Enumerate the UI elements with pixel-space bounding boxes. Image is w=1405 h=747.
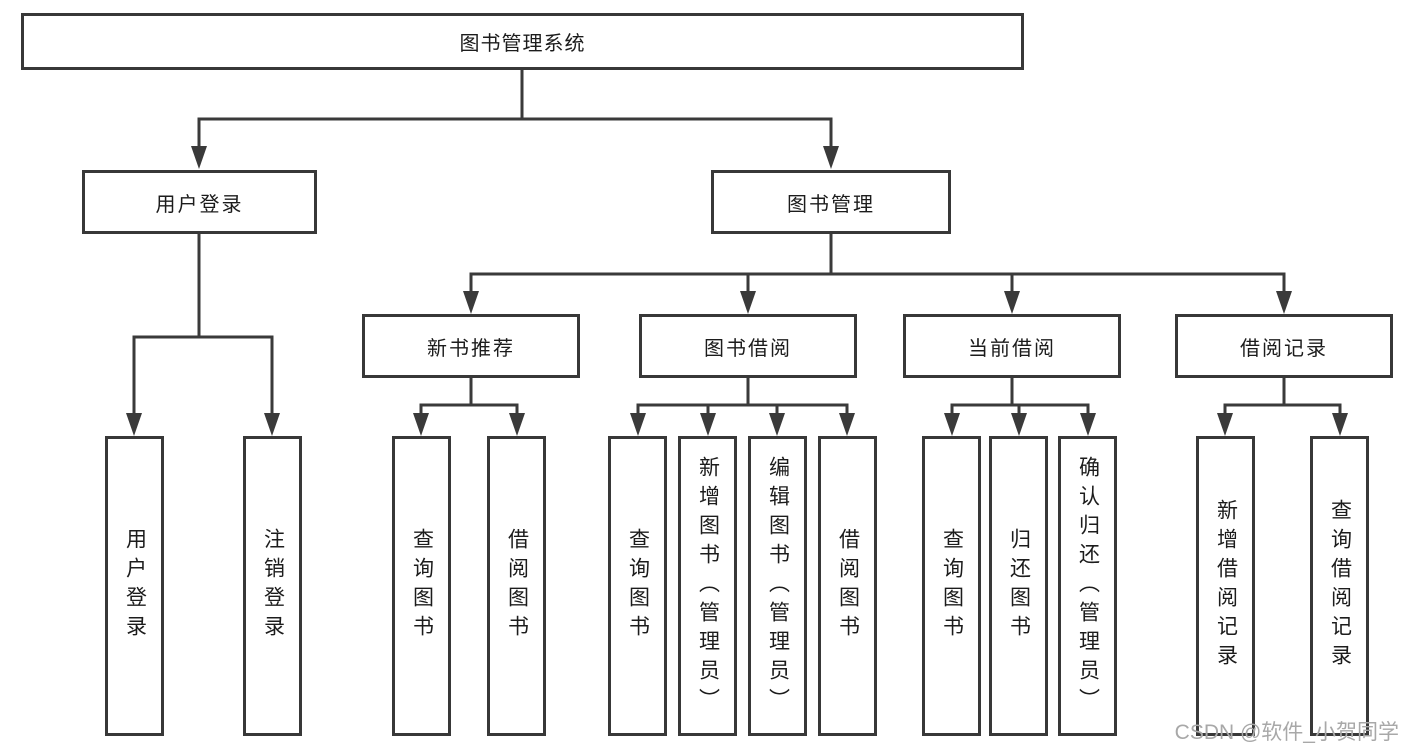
leaf-node-logout: 注销登录 — [243, 436, 302, 736]
node-label: 用户登录 — [155, 193, 244, 216]
node-user-login: 用户登录 — [82, 170, 317, 234]
node-label: 借阅图书 — [836, 528, 860, 644]
node-book-borrow: 图书借阅 — [639, 314, 857, 378]
arrowhead-icon — [839, 413, 855, 436]
node-label: 查询图书 — [940, 528, 964, 644]
arrowhead-icon — [700, 413, 716, 436]
arrowhead-icon — [1217, 413, 1233, 436]
node-library-system: 图书管理系统 — [21, 13, 1024, 70]
arrowhead-icon — [630, 413, 646, 436]
node-label: 查询图书 — [410, 528, 434, 644]
node-label: 借阅图书 — [505, 528, 529, 644]
arrowhead-icon — [1332, 413, 1348, 436]
connector-new-book-children — [413, 378, 525, 436]
connector-current-borrow-children — [944, 378, 1096, 436]
node-label: 图书借阅 — [704, 337, 792, 360]
arrowhead-icon — [740, 291, 756, 314]
node-label: 确认归还（管理员） — [1076, 455, 1100, 717]
node-label: 借阅记录 — [1240, 337, 1328, 360]
arrowhead-icon — [191, 146, 207, 169]
leaf-node-borrow-books: 借阅图书 — [818, 436, 877, 736]
arrowhead-icon — [264, 413, 280, 436]
node-label: 新增借阅记录 — [1214, 499, 1238, 673]
watermark: CSDN @软件_小贺同学 — [1174, 721, 1399, 744]
connector-borrow-records-children — [1217, 378, 1348, 436]
leaf-node-query-books-recommend: 查询图书 — [392, 436, 451, 736]
leaf-node-query-books-borrow: 查询图书 — [608, 436, 667, 736]
arrowhead-icon — [126, 413, 142, 436]
arrowhead-icon — [823, 146, 839, 169]
node-new-book-recommend: 新书推荐 — [362, 314, 580, 378]
arrowhead-icon — [1276, 291, 1292, 314]
node-label: 图书管理 — [787, 193, 875, 216]
arrowhead-icon — [944, 413, 960, 436]
connector-book-borrow-children — [630, 378, 855, 436]
node-label: 当前借阅 — [968, 337, 1056, 360]
node-label: 图书管理系统 — [459, 33, 586, 55]
arrowhead-icon — [1080, 413, 1096, 436]
connector-book-mgmt-to-level3 — [463, 234, 1292, 314]
arrowhead-icon — [463, 291, 479, 314]
leaf-node-return-books: 归还图书 — [989, 436, 1048, 736]
leaf-node-edit-books-admin: 编辑图书（管理员） — [748, 436, 807, 736]
node-label: 新书推荐 — [427, 337, 515, 360]
arrowhead-icon — [1004, 291, 1020, 314]
leaf-node-query-borrow-record: 查询借阅记录 — [1310, 436, 1369, 736]
leaf-node-borrow-books-recommend: 借阅图书 — [487, 436, 546, 736]
leaf-node-confirm-return-admin: 确认归还（管理员） — [1058, 436, 1117, 736]
arrowhead-icon — [413, 413, 429, 436]
node-label: 编辑图书（管理员） — [766, 455, 790, 717]
node-label: 查询借阅记录 — [1328, 499, 1352, 673]
node-label: 归还图书 — [1007, 528, 1031, 644]
arrowhead-icon — [769, 413, 785, 436]
node-label: 用户登录 — [123, 528, 147, 644]
arrowhead-icon — [1011, 413, 1027, 436]
leaf-node-query-books-current: 查询图书 — [922, 436, 981, 736]
leaf-node-add-books-admin: 新增图书（管理员） — [678, 436, 737, 736]
node-book-management: 图书管理 — [711, 170, 951, 234]
node-borrow-records: 借阅记录 — [1175, 314, 1393, 378]
connector-root-to-level2 — [191, 70, 839, 169]
leaf-node-add-borrow-record: 新增借阅记录 — [1196, 436, 1255, 736]
node-label: 新增图书（管理员） — [696, 455, 720, 717]
node-label: 注销登录 — [261, 528, 285, 644]
leaf-node-user-login: 用户登录 — [105, 436, 164, 736]
node-label: 查询图书 — [626, 528, 650, 644]
node-current-borrow: 当前借阅 — [903, 314, 1121, 378]
connector-user-login-children — [126, 234, 280, 436]
arrowhead-icon — [509, 413, 525, 436]
